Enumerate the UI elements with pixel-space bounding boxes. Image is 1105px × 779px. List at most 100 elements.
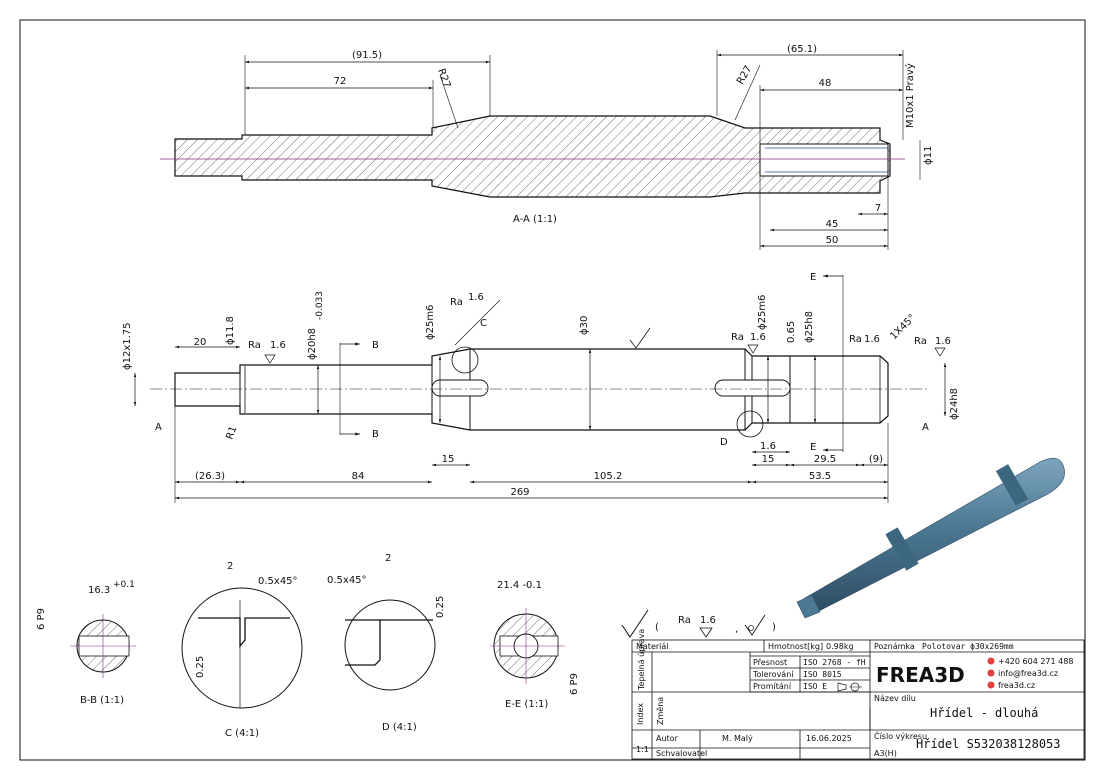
dim-phi25h8: ϕ25h8 [804,311,815,343]
d-chamfer: 0.5x45° [327,575,367,586]
section-a-left: A [155,422,162,433]
tb-index: Index [636,703,645,725]
tb-accuracy: ISO 2768 - fH [803,658,866,667]
ra-1-label: Ra [248,340,261,351]
tb-tolerance-label: Tolerování [752,670,794,679]
dim-0-65: 0.65 [786,321,797,343]
dim-269: 269 [510,487,529,498]
tb-part-label: Název dílu [874,694,916,703]
tb-author: M. Malý [722,734,753,743]
ra-4-value: 1.6 [864,334,880,345]
section-e-top: E [810,272,816,283]
ra-3-label: Ra [731,332,744,343]
tb-drawing: Hřídel S532038128053 [916,737,1061,751]
tb-material-label: Materiál [636,642,669,651]
d-width: 2 [385,553,391,564]
section-e-bottom: E [810,442,816,453]
tb-projection-label: Promítání [753,682,792,691]
dim-15-b: 15 [762,454,775,465]
dim-9: (9) [869,454,883,465]
c-width: 2 [227,561,233,572]
dim-72: 72 [334,76,347,87]
tb-weight: 0.98kg [826,642,854,651]
tb-date: 16.06.2025 [806,734,852,743]
tb-projection: ISO E [803,682,827,691]
tb-format: A3(H) [874,749,897,758]
dim-50: 50 [826,235,839,246]
tb-tolerance: ISO 8015 [803,670,842,679]
tb-company-logo: FREA3D [876,663,965,687]
rough-paren-open: ( [655,622,659,633]
dim-phi24h8: ϕ24h8 [949,388,960,420]
detail-c-label: C [480,318,487,329]
sheet-border [19,19,1086,761]
tb-checker-label: Schvalovatel [656,749,707,758]
tb-heat: Tepelná úprava [637,629,646,691]
dim-phi20h8: ϕ20h8 [307,328,318,360]
rough-comma: , [735,624,738,635]
section-aa: (91.5) 72 R27 (65.1) 48 R27 M10x1 Pravý … [160,44,934,250]
general-roughness: ( Ra 1.6 , ) [621,609,776,638]
dim-53-5: 53.5 [809,471,831,482]
dim-thread: M10x1 Pravý [904,63,916,128]
ee-caption: E-E (1:1) [505,699,548,710]
keyway-b [431,379,489,397]
tb-drawing-label: Číslo výkresu [874,730,927,741]
ra-1-value: 1.6 [270,340,286,351]
dim-1-6: 1.6 [760,441,776,452]
detail-c: 2 0.5x45° 0.25 C (4:1) [181,561,303,739]
tb-note: Polotovar ϕ30x269mm [922,642,1014,651]
detail-ee: 21.4 -0.1 6 P9 E-E (1:1) [490,580,580,710]
web-icon [987,681,995,689]
tb-email: info@frea3d.cz [998,669,1058,678]
dim-48: 48 [819,78,832,89]
ra-5-value: 1.6 [935,336,951,347]
dim-15-a: 15 [442,454,455,465]
section-a-right: A [922,422,929,433]
tb-accuracy-label: Přesnost [753,658,787,667]
dim-91-5: (91.5) [352,50,382,61]
ra-2-label: Ra [450,297,463,308]
dim-phi11-8: ϕ11.8 [225,316,236,345]
detail-bb: 16.3 +0.1 6 P9 B-B (1:1) [36,580,136,706]
ra-5-label: Ra [914,336,927,347]
section-b-bottom: B [372,429,379,440]
section-aa-body [174,115,891,198]
dim-29-5: 29.5 [814,454,836,465]
detail-d-circle [736,410,764,438]
main-view: ϕ12x1.75 20 ϕ11.8 Ra 1.6 ϕ20h8 -0.033 B … [122,272,960,503]
detail-d-label: D [720,437,728,448]
keyway-e [714,379,791,397]
rough-value: 1.6 [700,615,716,626]
rough-paren-close: ) [772,622,776,633]
dim-45: 45 [826,219,839,230]
section-b-top: B [372,340,379,351]
detail-d: 2 0.5x45° 0.25 D (4:1) [327,553,446,733]
tb-web: frea3d.cz [998,681,1035,690]
tb-part: Hřídel - dlouhá [930,706,1038,720]
bb-depth: 6 P9 [36,608,47,630]
dim-20: 20 [194,337,207,348]
ee-width: 21.4 -0.1 [497,580,542,591]
tb-note-label: Poznámka [874,642,915,651]
ee-depth: 6 P9 [569,673,580,695]
c-height: 0.25 [195,656,206,678]
title-block [631,639,1085,760]
c-caption: C (4:1) [225,728,259,739]
roughness-mark-center [629,327,651,349]
section-aa-bore [759,143,889,177]
ra-3-value: 1.6 [750,332,766,343]
rough-ra: Ra [678,615,691,626]
ra-2-value: 1.6 [468,292,484,303]
dim-phi30: ϕ30 [579,316,590,335]
dim-65-1: (65.1) [787,44,817,55]
bb-width: 16.3 [88,585,110,596]
dim-phi25m6-b: ϕ25m6 [757,295,768,330]
dim-26-3: (26.3) [195,471,225,482]
title-block-text: Materiál Hmotnost[kg] 0.98kg Poznámka Po… [636,629,1073,758]
tb-phone: +420 604 271 488 [998,657,1073,666]
phone-icon [987,657,995,665]
dim-phi20h8-tol: -0.033 [315,291,325,320]
projection-symbol-icon [837,682,862,692]
